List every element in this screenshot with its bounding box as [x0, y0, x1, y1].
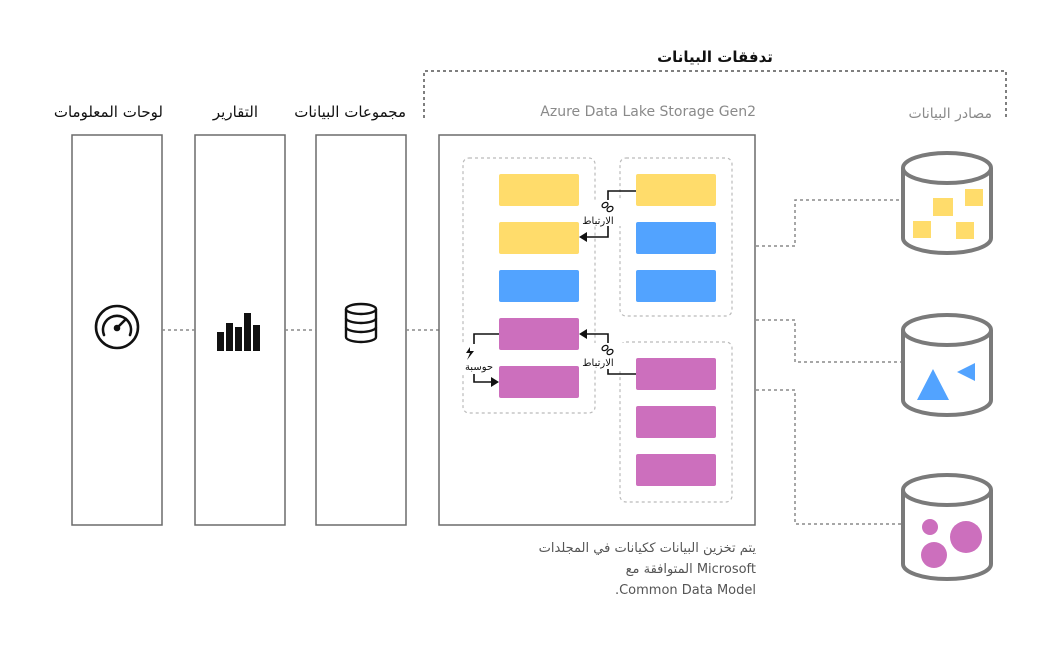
- datasets-box: [315, 134, 407, 526]
- speedometer-icon: [94, 304, 140, 350]
- data-source-cylinder: [901, 151, 993, 255]
- connector-source-1: [756, 199, 904, 247]
- computed-arrow: [459, 333, 499, 387]
- lightning-icon: [466, 347, 474, 360]
- link-icon: [601, 344, 614, 356]
- folder-top-right: [619, 157, 733, 317]
- folder-bottom-right: [619, 341, 733, 503]
- dataflows-bracket: [423, 70, 1007, 118]
- entity-yellow: [499, 174, 579, 206]
- data-source-cylinder: [901, 473, 993, 581]
- link-label-bottom: الارتباط: [582, 358, 613, 369]
- link-label-top: الارتباط: [582, 216, 613, 227]
- entity-magenta: [636, 406, 716, 438]
- entity-magenta: [499, 366, 579, 398]
- entity-yellow: [636, 174, 716, 206]
- entity-blue: [499, 270, 579, 302]
- bar-chart-icon: [217, 313, 260, 351]
- database-icon: [344, 302, 378, 344]
- storage-header: Azure Data Lake Storage Gen2: [540, 104, 756, 120]
- storage-note-line-2: المتوافقة مع Microsoft: [626, 562, 756, 577]
- entity-magenta: [636, 358, 716, 390]
- storage-note-line-1: يتم تخزين البيانات ككيانات في المجلدات: [539, 541, 757, 556]
- link-icon: [601, 201, 614, 213]
- reports-header: التقارير: [212, 103, 258, 121]
- folder-left: [462, 157, 596, 414]
- entity-yellow: [499, 222, 579, 254]
- datasets-header: مجموعات البيانات: [294, 103, 406, 121]
- computed-label: حوسبة: [465, 362, 493, 373]
- data-source-cylinder: [901, 313, 993, 417]
- entity-magenta: [636, 454, 716, 486]
- entity-blue: [636, 270, 716, 302]
- entity-magenta: [499, 318, 579, 350]
- dataflows-title: تدفقات البيانات: [657, 48, 773, 66]
- storage-note-line-3: .Common Data Model: [615, 583, 756, 598]
- connector-source-3: [756, 389, 904, 525]
- entity-blue: [636, 222, 716, 254]
- connector-source-2: [756, 319, 904, 363]
- data-sources-header: مصادر البيانات: [908, 106, 992, 122]
- dashboards-header: لوحات المعلومات: [54, 103, 163, 121]
- link-arrow-top: [579, 190, 636, 242]
